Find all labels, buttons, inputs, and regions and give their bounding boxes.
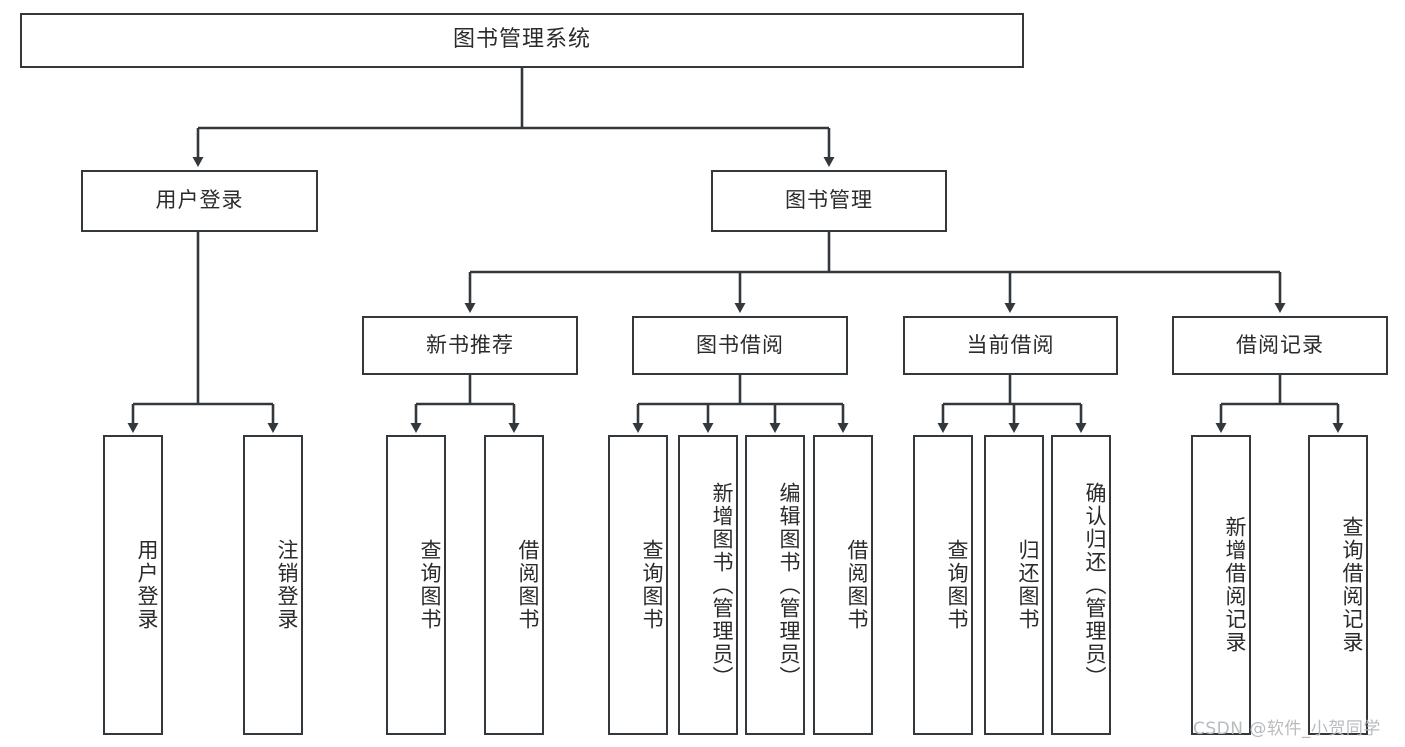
node-label: 用户登录 [135, 539, 159, 631]
node-borrow-record[interactable]: 借阅记录 [1172, 316, 1388, 375]
node-leaf-add-borrow-record[interactable]: 新增借阅记录 [1191, 435, 1251, 735]
node-leaf-user-login[interactable]: 用户登录 [103, 435, 163, 735]
node-leaf-query-book-current[interactable]: 查询图书 [913, 435, 973, 735]
node-root-book-management-system[interactable]: 图书管理系统 [20, 13, 1024, 68]
node-label: 查询图书 [945, 539, 969, 631]
node-label: 借阅图书 [516, 539, 540, 631]
node-label: 编辑图书（管理员） [777, 481, 801, 689]
node-leaf-edit-book-admin[interactable]: 编辑图书（管理员） [745, 435, 805, 735]
node-leaf-borrow-book-recommend[interactable]: 借阅图书 [484, 435, 544, 735]
node-label: 确认归还（管理员） [1083, 481, 1107, 689]
node-label: 归还图书 [1016, 539, 1040, 631]
node-label: 新增借阅记录 [1223, 516, 1247, 654]
node-leaf-borrow-book[interactable]: 借阅图书 [813, 435, 873, 735]
node-label: 图书管理 [785, 188, 873, 213]
node-label: 借阅图书 [845, 539, 869, 631]
node-label: 用户登录 [155, 188, 244, 213]
node-label: 新增图书（管理员） [710, 481, 734, 689]
node-leaf-add-book-admin[interactable]: 新增图书（管理员） [678, 435, 738, 735]
node-label: 图书借阅 [696, 332, 784, 357]
node-label: 图书管理系统 [452, 27, 591, 53]
node-leaf-return-book[interactable]: 归还图书 [984, 435, 1044, 735]
node-leaf-query-book-borrow[interactable]: 查询图书 [608, 435, 668, 735]
node-label: 查询图书 [640, 539, 664, 631]
node-new-book-recommend[interactable]: 新书推荐 [362, 316, 578, 375]
node-leaf-confirm-return-admin[interactable]: 确认归还（管理员） [1051, 435, 1111, 735]
node-label: 注销登录 [275, 539, 299, 631]
csdn-watermark: CSDN @软件_小贺同学 [1193, 719, 1381, 739]
node-label: 查询图书 [418, 539, 442, 631]
node-current-borrow[interactable]: 当前借阅 [903, 316, 1118, 375]
node-book-borrow[interactable]: 图书借阅 [632, 316, 848, 375]
node-label: 借阅记录 [1236, 332, 1324, 357]
node-leaf-query-borrow-record[interactable]: 查询借阅记录 [1308, 435, 1368, 735]
node-book-management[interactable]: 图书管理 [711, 170, 947, 232]
node-user-login[interactable]: 用户登录 [81, 170, 318, 232]
node-label: 当前借阅 [966, 332, 1055, 357]
node-leaf-query-book-recommend[interactable]: 查询图书 [386, 435, 446, 735]
node-label: 新书推荐 [426, 332, 514, 357]
node-leaf-logout[interactable]: 注销登录 [243, 435, 303, 735]
node-label: 查询借阅记录 [1340, 516, 1364, 654]
